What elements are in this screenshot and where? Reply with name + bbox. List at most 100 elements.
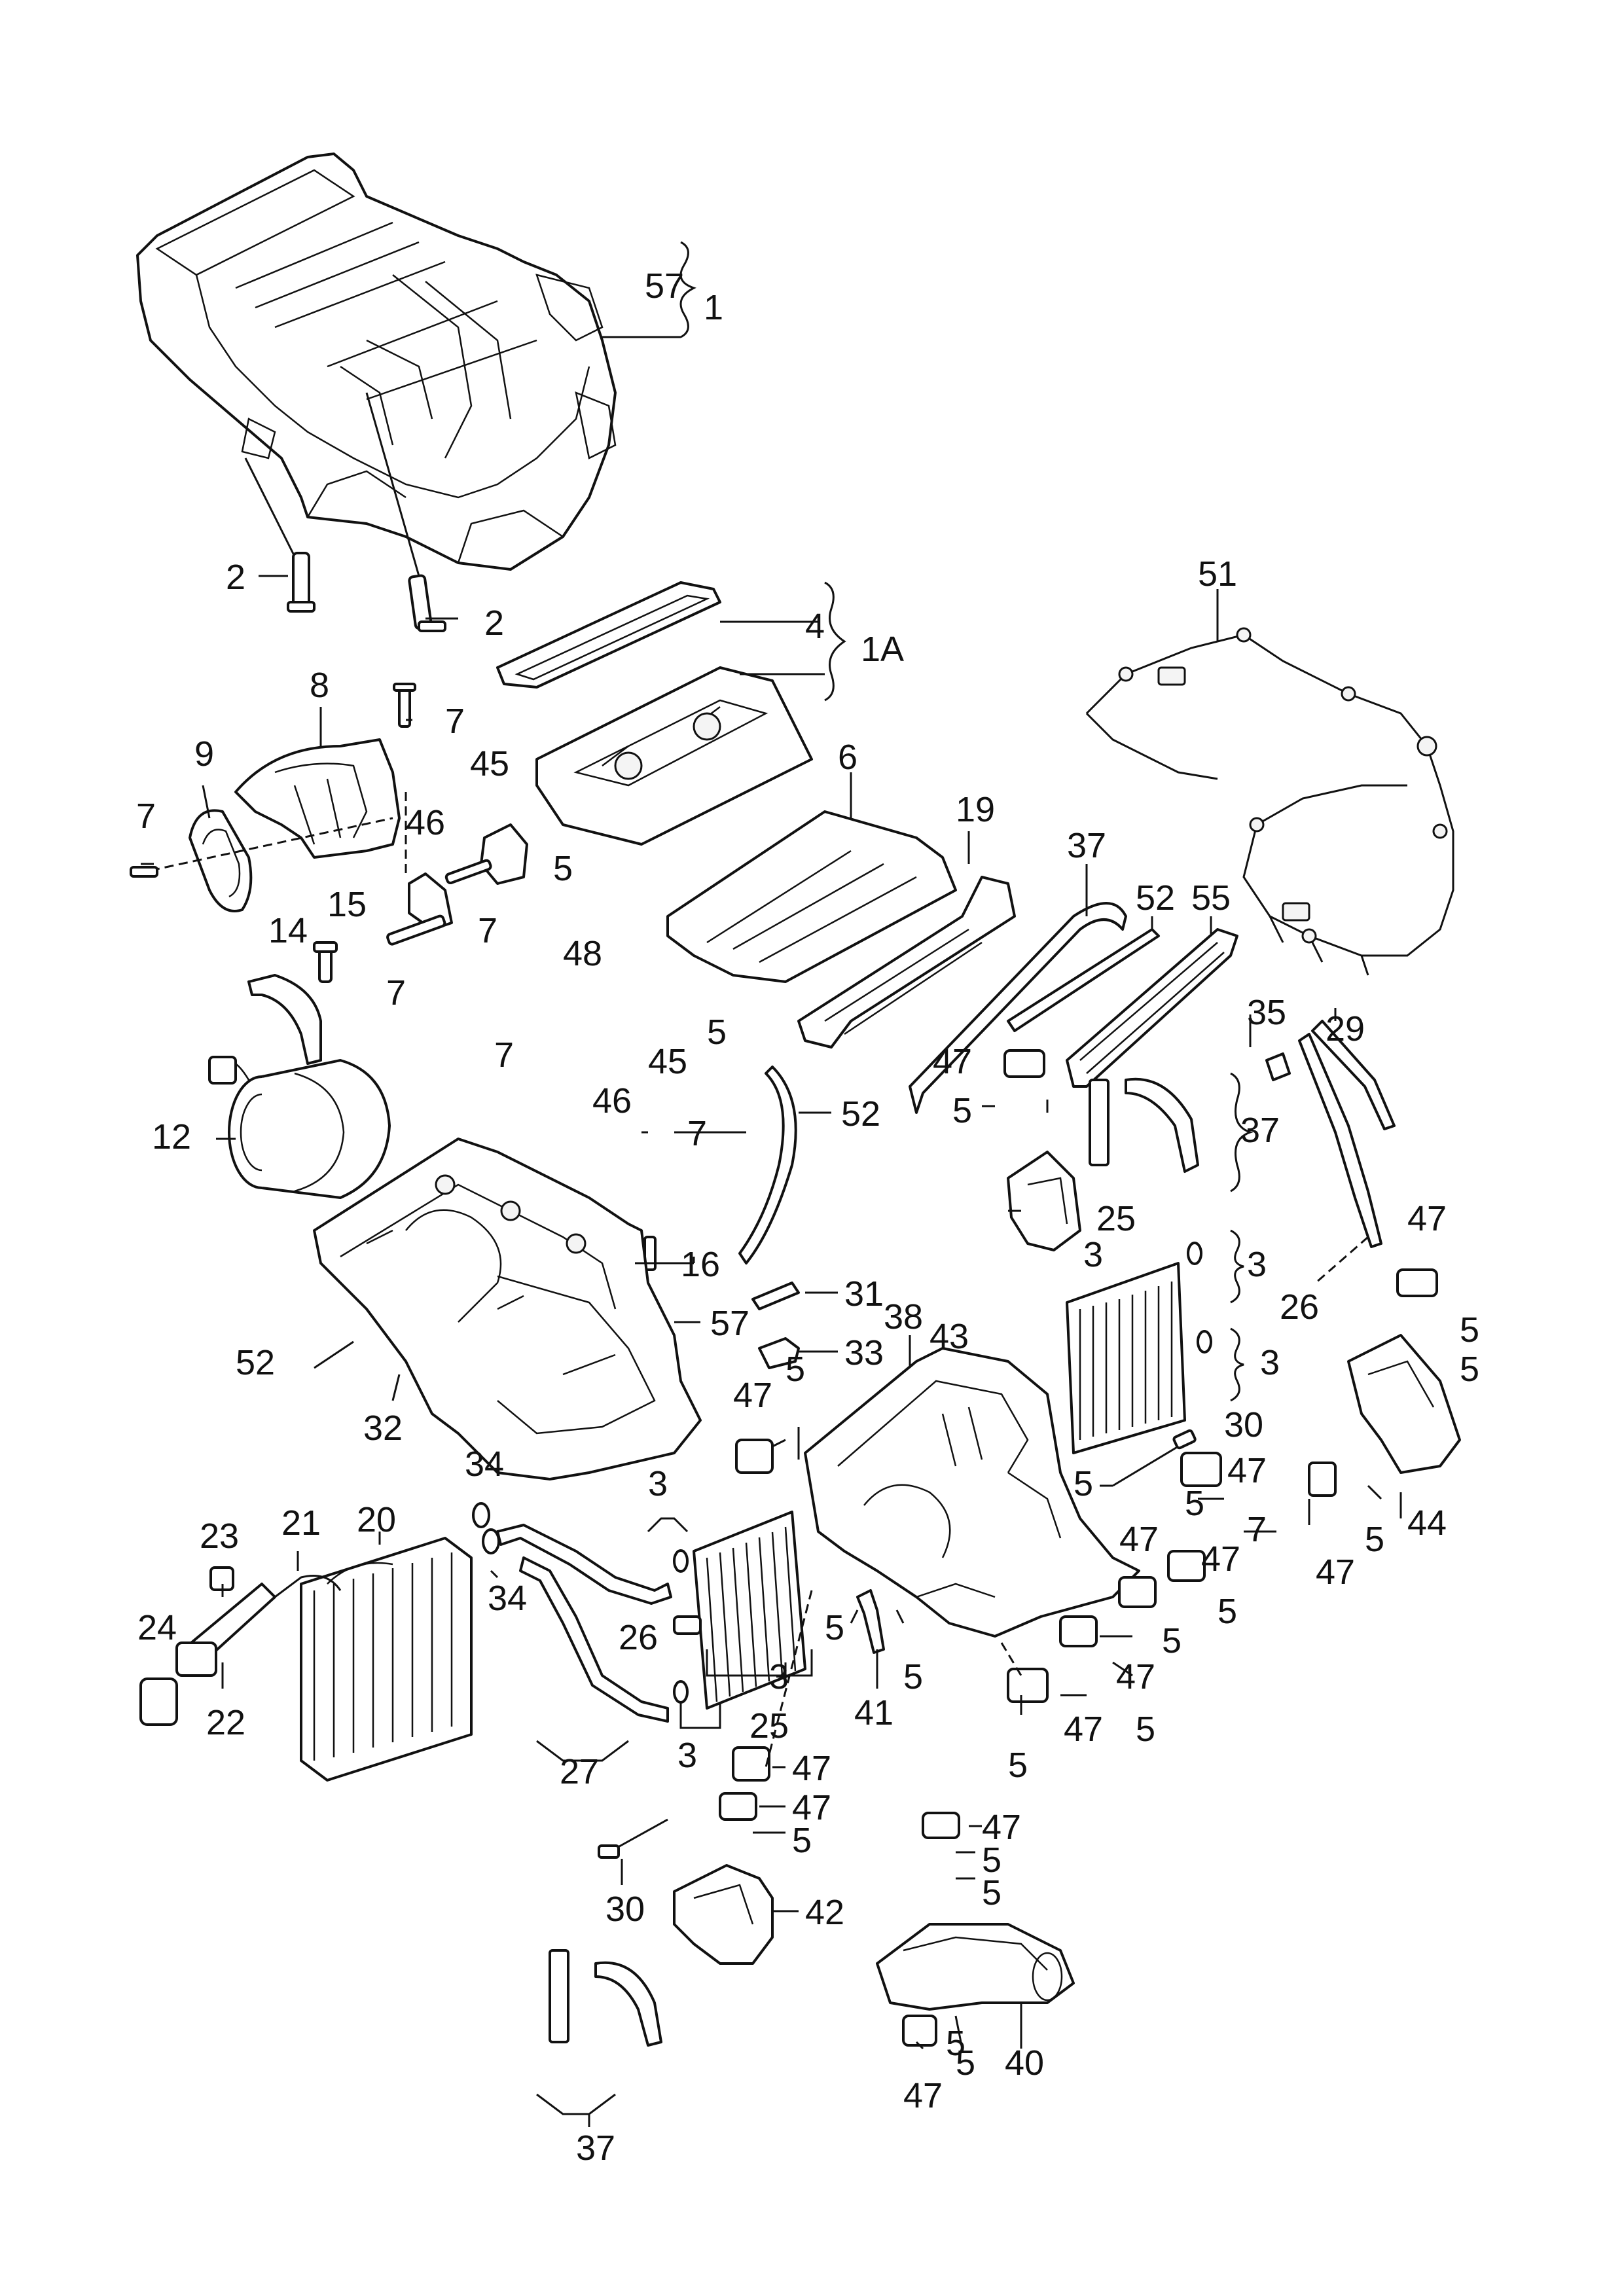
label-5-p: 5 [792,1821,812,1860]
bracket-45-top [480,823,528,885]
temp-sensor-30-right [1112,1429,1197,1487]
clip-35 [1265,1052,1291,1081]
evaporator-25-left [693,1511,806,1710]
filter-frame-4 [496,581,721,689]
air-duct-40 [876,1923,1075,2011]
label-5-h: 5 [1185,1484,1204,1523]
evaporator-25-right [1066,1262,1186,1454]
label-7-f: 7 [687,1114,707,1153]
pipe-21 [274,1575,342,1598]
label-26-right: 26 [1280,1287,1319,1327]
label-52-top: 52 [1136,878,1175,918]
label-5-f: 5 [785,1350,805,1389]
label-3-b: 3 [1247,1245,1267,1284]
filter-housing-cover [535,666,813,846]
label-47-h: 47 [1116,1657,1155,1696]
label-52-left: 52 [236,1343,275,1382]
label-21: 21 [281,1503,321,1543]
label-45-top: 45 [470,744,509,783]
label-5-l: 5 [825,1608,844,1647]
label-9: 9 [194,734,214,774]
lower-housing-57 [313,1138,702,1480]
label-3-c: 3 [1260,1343,1280,1382]
expansion-valve-26 [673,1615,702,1635]
label-8: 8 [310,666,329,705]
label-42: 42 [805,1893,844,1932]
screw-2-right [365,392,446,632]
label-7-g: 7 [1247,1510,1267,1549]
label-37-right: 37 [1240,1111,1280,1150]
label-47-l: 47 [982,1808,1021,1847]
label-47-a: 47 [933,1042,972,1081]
label-47-m: 47 [903,2076,943,2115]
label-38: 38 [884,1297,923,1336]
seal-37-lower [549,1949,662,2047]
label-5-g: 5 [1074,1464,1093,1503]
label-32: 32 [363,1408,403,1448]
label-4: 4 [805,607,825,646]
seal-52-mid [738,1066,797,1265]
clip-47-b [1396,1268,1438,1297]
screw-7-c [386,914,446,946]
clip-47-j [1059,1615,1098,1647]
label-30-right: 30 [1224,1405,1263,1444]
label-25-lower: 25 [749,1706,789,1746]
sensor-41 [856,1589,885,1654]
label-57-top: 57 [645,266,684,306]
clip-47-d [1308,1462,1337,1497]
label-33: 33 [844,1333,884,1372]
seal-37-right [1089,1077,1199,1173]
label-47-b: 47 [1407,1199,1447,1238]
screw-7-d [444,859,492,885]
label-26-left: 26 [619,1618,658,1657]
label-5-o: 5 [1136,1710,1155,1749]
label-44: 44 [1407,1503,1447,1543]
label-30-lower: 30 [605,1890,645,1929]
clip-47-h [902,2015,937,2047]
label-46-top: 46 [406,803,445,842]
clip-47-l [1167,1550,1206,1582]
o-ring-34-b [482,1528,500,1554]
label-5-n: 5 [1008,1746,1028,1785]
label-27: 27 [560,1752,599,1791]
label-47-d: 47 [1227,1451,1267,1490]
label-5-q: 5 [982,1840,1001,1880]
label-2-right: 2 [484,603,504,643]
cap-24 [139,1677,178,1726]
clip-47-m [735,1439,774,1474]
o-ring-34-a [472,1502,490,1528]
bracket-31 [751,1282,800,1310]
label-47-j: 47 [792,1749,831,1788]
flap-actuator-42 [673,1864,774,1965]
clip-47-c [1180,1452,1222,1487]
label-47-k: 47 [792,1788,831,1827]
label-24: 24 [137,1608,177,1647]
label-5-a: 5 [553,849,573,888]
label-7-d: 7 [478,911,497,950]
air-duct-19 [797,876,1016,1049]
label-14: 14 [268,911,308,950]
blower-housing-8 [234,738,401,859]
clip-47-f [719,1792,757,1821]
label-7-a: 7 [445,702,465,741]
clip-47-k [1118,1576,1157,1608]
label-1: 1 [704,288,723,327]
heater-core-20 [300,1537,473,1782]
label-5-i: 5 [1365,1520,1384,1559]
label-16: 16 [681,1245,720,1284]
air-distribution-housing-6 [666,810,957,983]
clip-47-e [732,1746,770,1782]
wiring-harness-51 [1085,627,1454,976]
hvac-housing-assembly [136,152,617,571]
part-labels: 57 1 2 2 4 1A 8 7 9 7 45 46 5 6 19 37 52… [136,266,1479,2168]
label-48: 48 [563,934,602,973]
o-ring-3-c [673,1549,689,1573]
label-3-f: 3 [677,1736,697,1775]
label-7-e: 7 [494,1035,514,1075]
hose-29 [1298,1020,1396,1248]
label-3-d: 3 [648,1464,668,1503]
label-57-mid: 57 [710,1304,749,1343]
label-35: 35 [1247,993,1286,1032]
label-47-g: 47 [1201,1539,1240,1579]
